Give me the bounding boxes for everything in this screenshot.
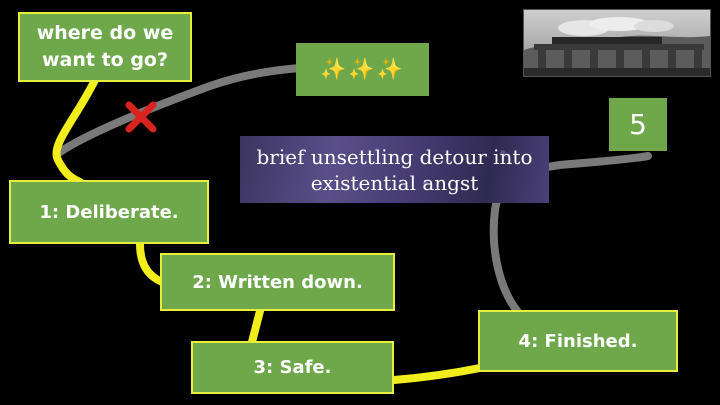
step-3-label: 3: Safe.: [253, 357, 332, 378]
sparkles-box: ✨✨✨: [296, 43, 429, 96]
steam-train-viaduct-photo: [523, 9, 711, 77]
red-x-icon: [125, 101, 157, 133]
step-1-box: 1: Deliberate.: [9, 180, 209, 244]
goal-label: where do we want to go?: [36, 22, 174, 71]
detour-label: brief unsettling detour into existential…: [256, 144, 533, 195]
step-4-label: 4: Finished.: [518, 330, 638, 352]
detour-banner: brief unsettling detour into existential…: [240, 136, 549, 203]
route-yellow: [52, 76, 484, 384]
step-3-box: 3: Safe.: [191, 341, 394, 394]
step-4-box: 4: Finished.: [478, 310, 678, 372]
route-gray-top: [56, 64, 304, 156]
step-2-box: 2: Written down.: [160, 253, 395, 311]
step-1-label: 1: Deliberate.: [39, 201, 179, 223]
step-2-label: 2: Written down.: [192, 271, 363, 293]
sparkles-label: ✨✨✨: [320, 57, 405, 81]
goal-box: where do we want to go?: [18, 12, 192, 82]
step-5-box: 5: [609, 98, 667, 151]
step-5-label: 5: [629, 108, 647, 141]
